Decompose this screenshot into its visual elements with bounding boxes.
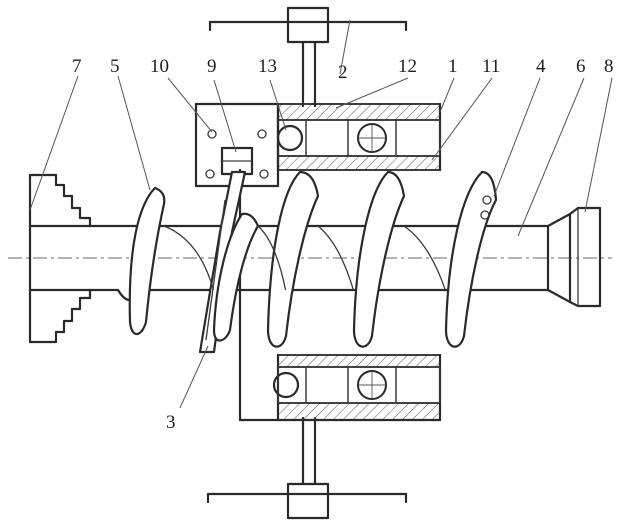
label-10: 10 — [150, 56, 169, 77]
leader-lines — [29, 19, 613, 409]
label-3: 3 — [166, 412, 176, 433]
housing — [238, 102, 442, 422]
part-labels: 7 5 10 9 13 2 12 1 11 4 6 8 3 — [72, 56, 614, 433]
label-4: 4 — [536, 56, 546, 77]
label-11: 11 — [482, 56, 500, 77]
bottom-handle — [206, 416, 408, 520]
label-12: 12 — [398, 56, 417, 77]
label-5: 5 — [110, 56, 120, 77]
rivet-icon — [482, 195, 492, 205]
label-7: 7 — [72, 56, 82, 77]
top-bearing-block — [276, 102, 441, 172]
rivet-icon — [480, 210, 490, 220]
label-2: 2 — [338, 62, 348, 83]
label-9: 9 — [207, 56, 217, 77]
top-handle — [208, 6, 408, 108]
screw-flights — [128, 170, 498, 348]
label-8: 8 — [604, 56, 614, 77]
label-13: 13 — [258, 56, 277, 77]
chuck — [28, 173, 92, 344]
bottom-bearing-block — [272, 353, 441, 422]
label-6: 6 — [576, 56, 586, 77]
label-1: 1 — [448, 56, 458, 77]
tailstock — [568, 206, 602, 308]
